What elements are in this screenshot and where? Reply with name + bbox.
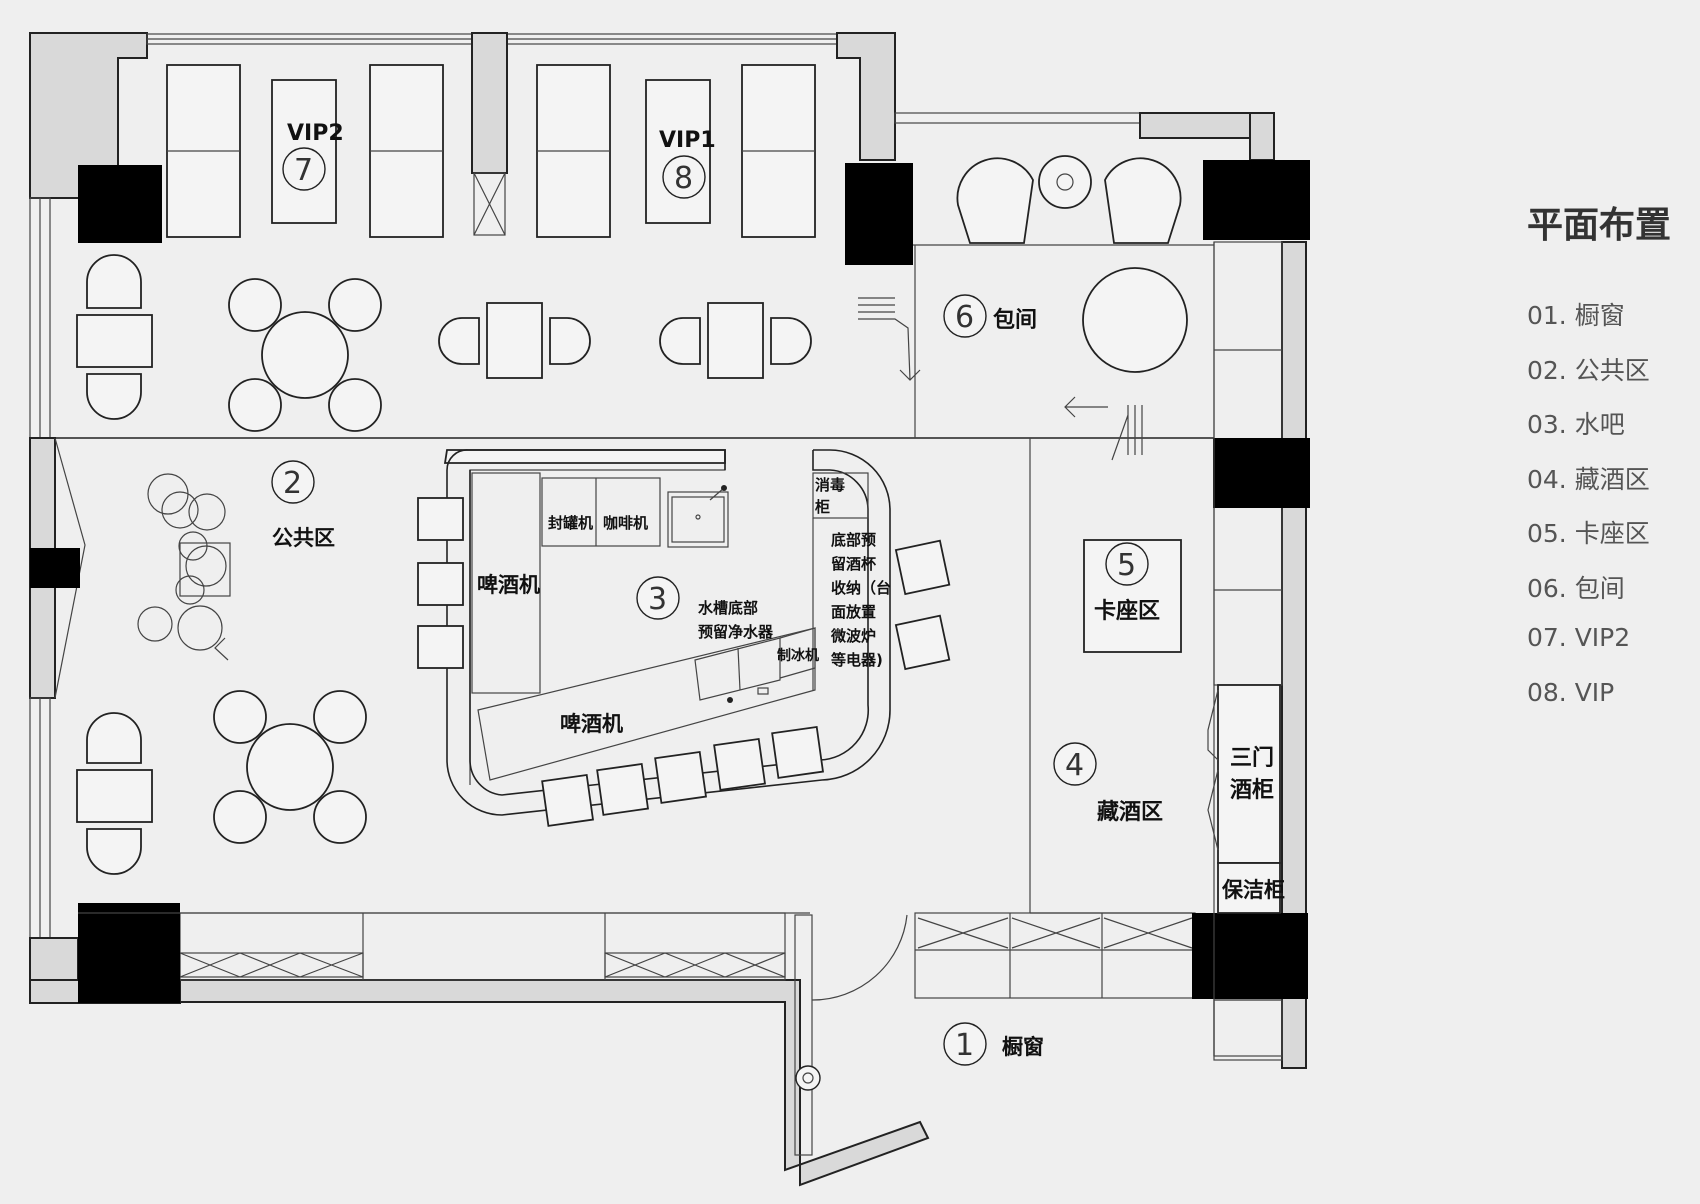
label-baojian: 包间 (993, 307, 1037, 333)
label-cangjiu: 藏酒区 (1097, 800, 1163, 825)
plan-labels: VIP2 VIP1 7 8 2 3 6 5 4 1 包间 公共区 封罐机 咖啡机… (272, 121, 1285, 1063)
num-5: 5 (1117, 548, 1136, 583)
label-pijiu-2: 啤酒机 (560, 712, 623, 736)
legend: 平面布置 01. 橱窗 02. 公共区 03. 水吧 04. 藏酒区 05. 卡… (1527, 196, 1697, 732)
label-zhibing: 制冰机 (777, 647, 819, 664)
label-side-5: 微波炉 (830, 627, 876, 645)
public-tables (76, 254, 812, 875)
label-vip1: VIP1 (659, 128, 716, 153)
zone-numbers (271, 147, 1149, 1066)
legend-item-vip2: 07. VIP2 (1527, 623, 1631, 652)
legend-item-private: 06. 包间 (1527, 573, 1625, 603)
num-8: 8 (674, 161, 693, 196)
legend-item-window: 01. 橱窗 (1527, 301, 1625, 330)
label-sanmen-2: 酒柜 (1230, 777, 1274, 803)
label-pijiu-1: 啤酒机 (477, 573, 540, 597)
label-baojie: 保洁柜 (1221, 878, 1285, 902)
num-6: 6 (955, 300, 974, 335)
label-side-1: 底部预 (831, 531, 876, 549)
legend-item-wine: 04. 藏酒区 (1527, 464, 1650, 494)
label-xiaodu-1: 消毒 (815, 476, 845, 494)
columns (78, 160, 1310, 1003)
num-7: 7 (294, 153, 313, 188)
label-gonggong: 公共区 (272, 526, 335, 550)
private-room (858, 155, 1188, 461)
num-3: 3 (648, 582, 667, 617)
label-fengguan: 封罐机 (548, 514, 593, 532)
label-sink-2: 预留净水器 (698, 623, 774, 641)
label-kazuo: 卡座区 (1094, 598, 1160, 624)
label-sanmen-1: 三门 (1230, 745, 1274, 771)
num-1: 1 (955, 1028, 974, 1063)
vip-sofas (166, 64, 816, 238)
booth-wine (1083, 539, 1281, 914)
legend-title: 平面布置 (1527, 205, 1672, 246)
label-xiaodu-2: 柜 (814, 498, 830, 516)
bar-counter (417, 449, 951, 827)
legend-item-vip: 08. VIP (1527, 677, 1615, 707)
num-4: 4 (1065, 748, 1084, 783)
num-2: 2 (283, 466, 302, 501)
legend-item-public: 02. 公共区 (1527, 355, 1650, 385)
legend-item-bar: 03. 水吧 (1527, 410, 1625, 439)
label-sink-1: 水槽底部 (698, 599, 758, 617)
label-chuchuang: 橱窗 (1002, 1035, 1044, 1059)
label-side-4: 面放置 (831, 603, 876, 621)
label-vip2: VIP2 (287, 121, 344, 146)
partitions (55, 242, 1282, 1056)
label-side-6: 等电器) (831, 651, 883, 669)
legend-item-booth: 05. 卡座区 (1527, 519, 1650, 548)
label-kafei: 咖啡机 (603, 514, 648, 532)
label-side-3: 收纳（台 (831, 579, 891, 597)
label-side-2: 留酒杯 (831, 555, 877, 573)
